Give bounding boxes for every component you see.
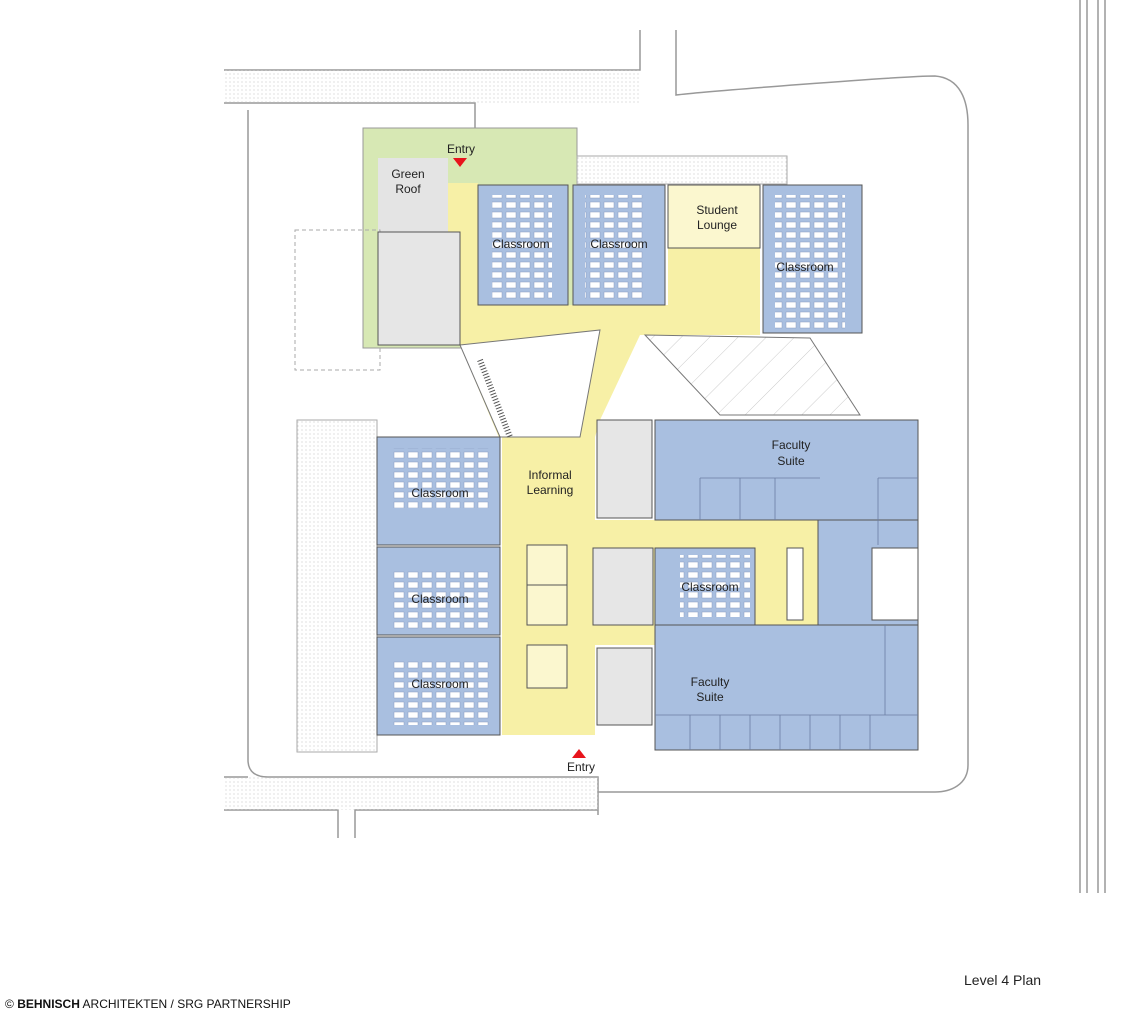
plan-title: Level 4 Plan [964,972,1042,988]
label-faculty-suite: Suite [777,454,805,468]
label-informal-learning: Learning [527,483,574,497]
stair-void [459,329,601,438]
label-classroom: Classroom [492,237,549,251]
offices [655,477,918,750]
label-classroom: Classroom [411,677,468,691]
label-entry-top: Entry [447,142,475,156]
copyright-symbol: © [5,997,14,1011]
label-green-roof: Green [391,167,424,181]
label-classroom: Classroom [776,260,833,274]
roof-terrace-top [576,155,788,185]
label-faculty-suite: Faculty [691,675,730,689]
label-informal-learning: Informal [528,468,571,482]
label-classroom: Classroom [681,580,738,594]
label-faculty-suite: Faculty [772,438,811,452]
atrium-void [643,334,861,416]
service-cores [377,231,804,726]
desk-rows [392,195,845,725]
site-context [224,0,1106,893]
entry-marker-bottom [572,749,586,758]
meeting-rooms [526,544,568,689]
green-roof-inner [378,158,448,238]
label-entry-bottom: Entry [567,760,595,774]
label-green-roof: Roof [395,182,421,196]
entry-marker-top [453,158,467,167]
faculty-suites [654,419,919,751]
credit-firm-rest: ARCHITEKTEN / SRG PARTNERSHIP [82,997,291,1011]
label-classroom: Classroom [590,237,647,251]
label-classroom: Classroom [411,592,468,606]
credit-line: © BEHNISCH ARCHITEKTEN / SRG PARTNERSHIP [5,997,291,1011]
credit-firm-bold: BEHNISCH [17,997,80,1011]
label-student-lounge: Student [696,203,738,217]
label-classroom: Classroom [411,486,468,500]
terrace-left [296,419,378,753]
label-student-lounge: Lounge [697,218,737,232]
label-faculty-suite: Suite [696,690,724,704]
student-lounge [667,184,761,249]
